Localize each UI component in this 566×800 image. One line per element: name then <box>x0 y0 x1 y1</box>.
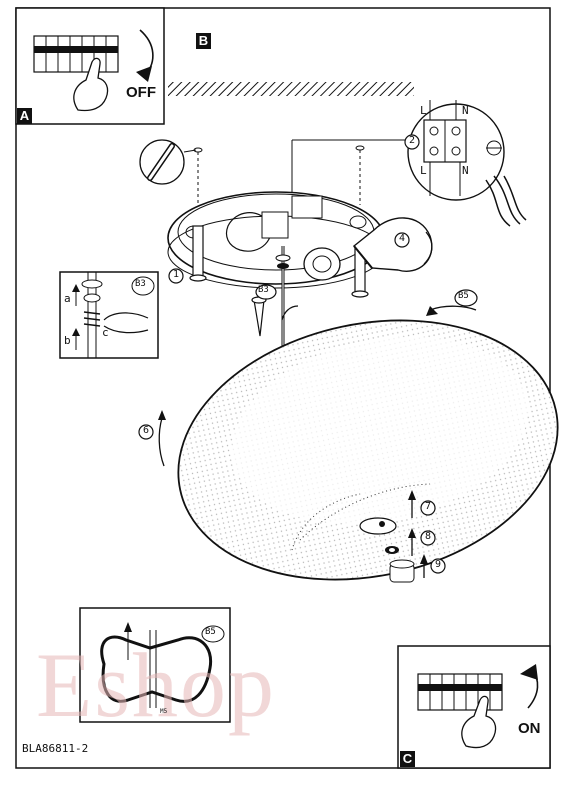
terminal-l-bottom: L <box>420 164 427 177</box>
terminal-n-top: N <box>462 104 469 117</box>
off-label: OFF <box>126 84 156 101</box>
step-8-number: 8 <box>425 531 431 542</box>
panel-a-label: A <box>17 108 32 124</box>
step-4-number: 4 <box>399 233 405 244</box>
terminal-n-bottom: N <box>462 164 469 177</box>
panel-a <box>16 8 164 124</box>
ceiling-hatch <box>168 82 414 96</box>
step-b5-number: B5 <box>458 291 469 301</box>
glass-shade <box>154 287 566 613</box>
inset-b3-label: B3 <box>135 279 146 289</box>
on-label: ON <box>518 720 541 737</box>
sub-b-label: b <box>64 334 71 347</box>
step-6-number: 6 <box>143 425 149 436</box>
sub-c-label: c <box>102 326 109 339</box>
document-code: BLA86811-2 <box>22 742 88 755</box>
sub-a-label: a <box>64 292 71 305</box>
step-7-number: 7 <box>425 501 431 512</box>
tiny-mark: M5 <box>160 708 167 715</box>
step-1-number: 1 <box>173 269 179 280</box>
step-9-number: 9 <box>435 559 441 570</box>
inset-b5-label: B5 <box>205 627 216 637</box>
panel-c-label: C <box>400 751 415 767</box>
step-b3-number: B3 <box>258 285 269 295</box>
step-2-number: 2 <box>409 135 415 146</box>
terminal-l-top: L <box>420 104 427 117</box>
wall-plug-icon <box>140 140 202 184</box>
panel-b-label: B <box>196 33 211 49</box>
panel-c <box>398 646 550 768</box>
watermark-text: Eshop <box>36 632 276 738</box>
